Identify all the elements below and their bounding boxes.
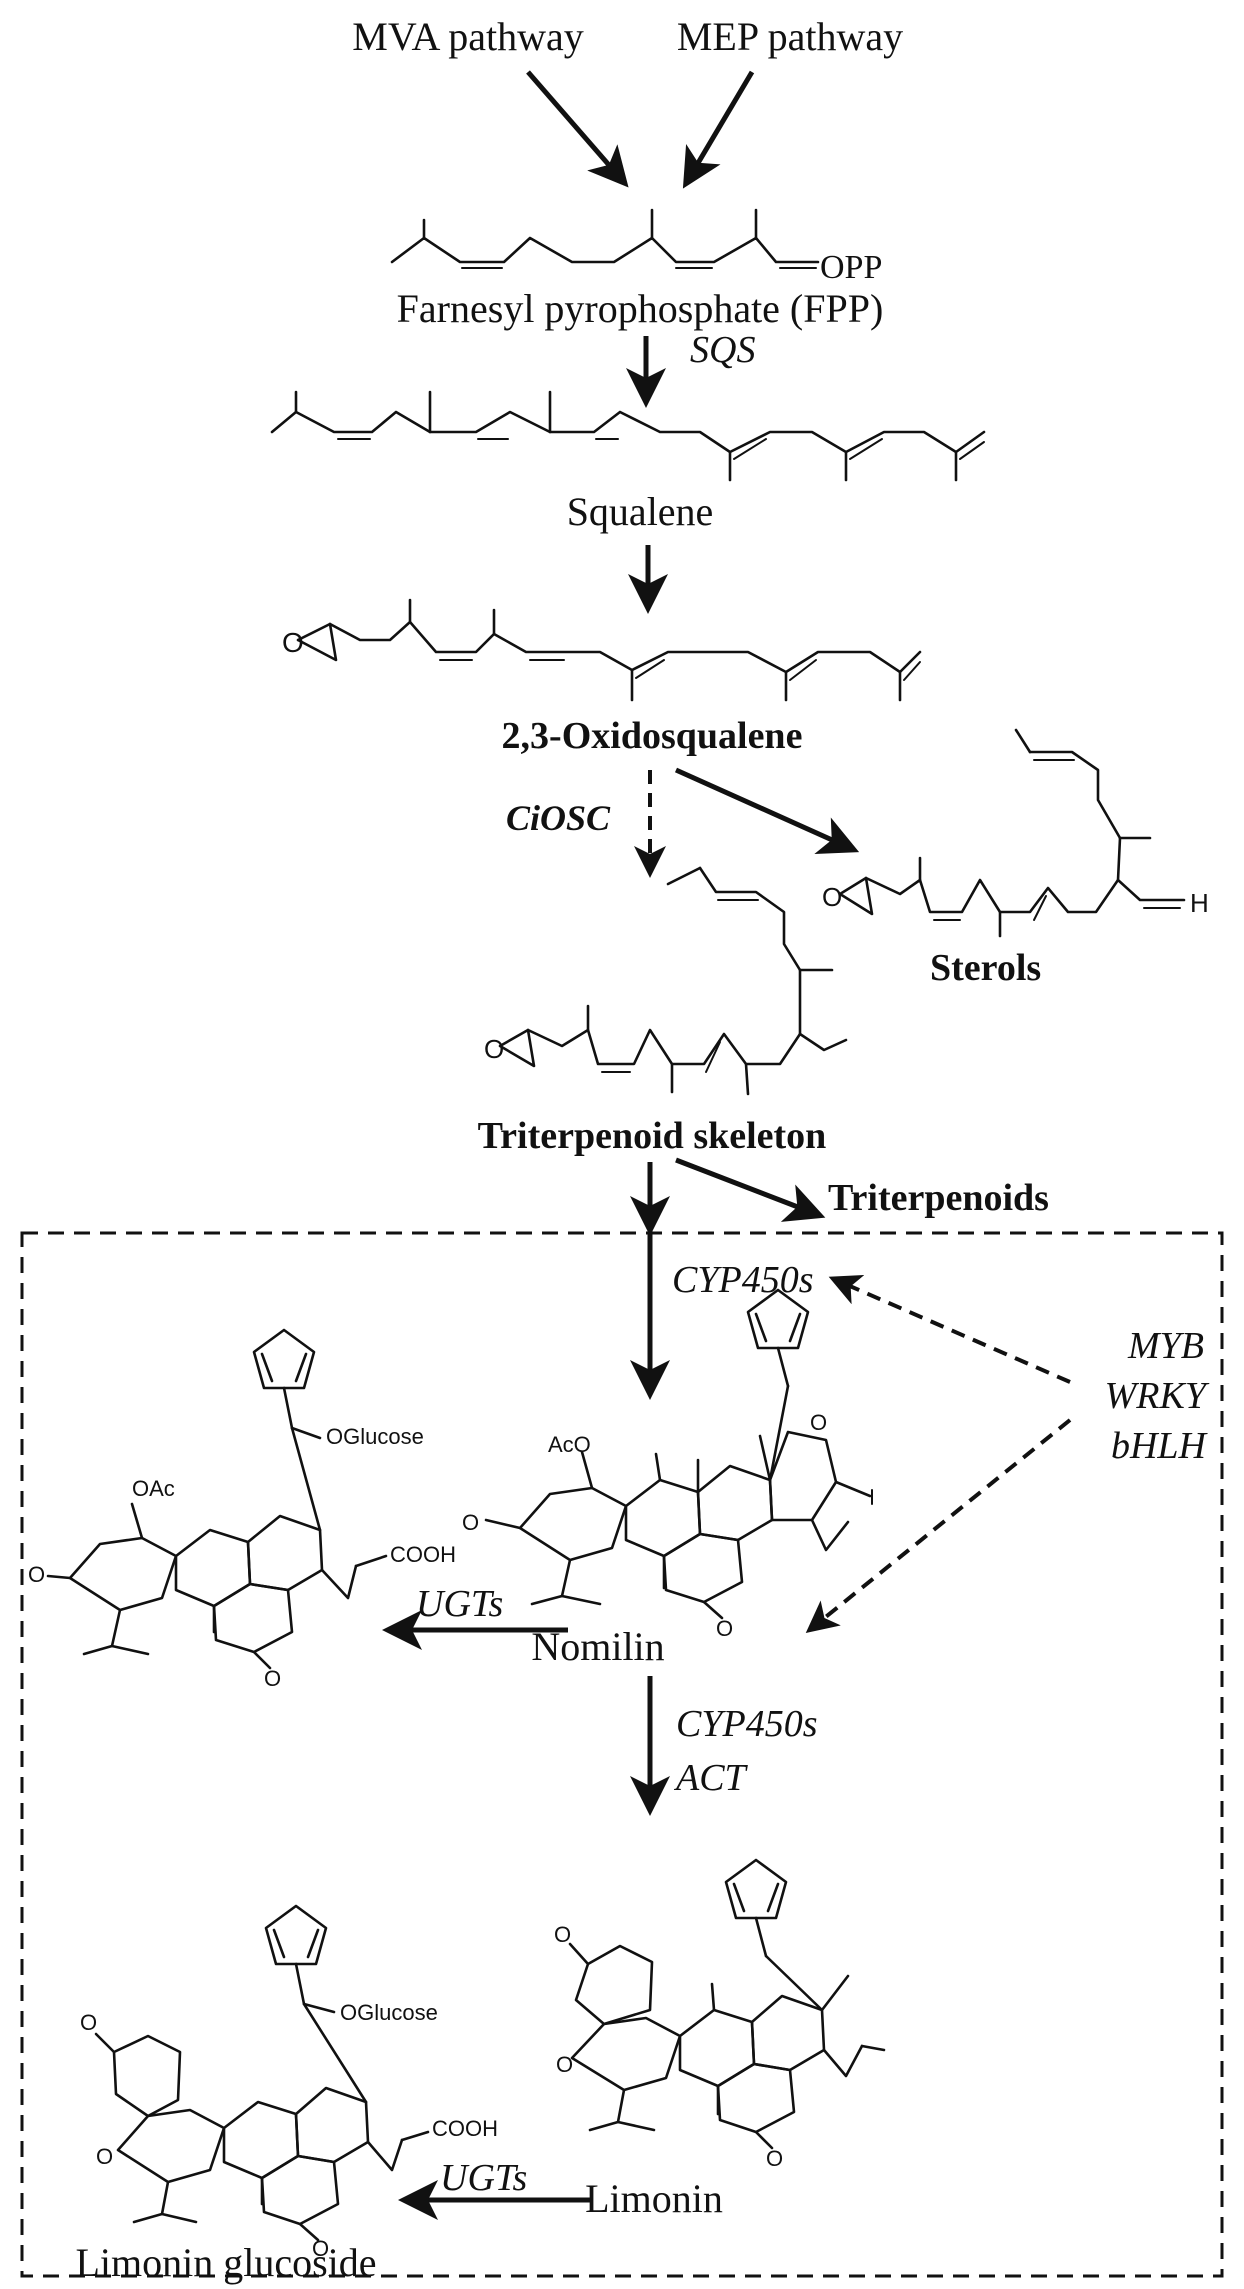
mep-pathway-label: MEP pathway [677, 14, 903, 59]
oxidosqualene-oxygen: O [282, 627, 304, 658]
skeleton-label: Triterpenoid skeleton [478, 1115, 827, 1157]
glucoside2-oxygen-1: O [80, 2010, 97, 2035]
skeleton-oxygen: O [484, 1034, 504, 1064]
ciosc-enzyme-label: CiOSC [506, 798, 611, 838]
nomilin-aco-label: AcO [548, 1432, 591, 1457]
glucoside1-oac-label: OAc [132, 1476, 175, 1501]
arrow-to-triterpenoids [675, 1157, 826, 1222]
fpp-label: Farnesyl pyrophosphate (FPP) [397, 286, 884, 331]
limonin-glucoside-structure [94, 1904, 430, 2242]
limonin-oxygen-3: O [766, 2146, 783, 2171]
limonin-glucoside-label: Limonin glucoside [75, 2240, 376, 2285]
mva-pathway-label: MVA pathway [352, 14, 583, 59]
mep-arrow [682, 70, 755, 189]
nomilin-oxygen-3: O [716, 1616, 733, 1641]
squalene-label: Squalene [567, 489, 714, 534]
sterols-hydrogen: H [1190, 888, 1209, 918]
limonin-oxygen-2: O [556, 2052, 573, 2077]
limonin-oxygen-1: O [554, 1922, 571, 1947]
regulator-wrky: WRKY [1105, 1375, 1210, 1417]
ugts-label-2: UGTs [440, 2157, 527, 2199]
sqs-enzyme-label: SQS [690, 329, 755, 371]
limonin-structure [568, 1858, 886, 2150]
skeleton-structure [498, 866, 848, 1096]
glucoside1-cooh-label: COOH [390, 1542, 456, 1567]
oxidosqualene-label: 2,3-Oxidosqualene [502, 715, 803, 757]
glucoside2-cooh-label: COOH [432, 2116, 498, 2141]
cyp450s-label-2: CYP450s [676, 1703, 817, 1745]
regulation-region-box [20, 1231, 1224, 2278]
sterols-oxygen: O [822, 882, 842, 912]
act-label: ACT [673, 1757, 749, 1799]
regulator-myb: MYB [1127, 1325, 1204, 1367]
fpp-opp-label: OPP [820, 249, 882, 286]
regulation-arrow-cyp450s-1 [828, 1274, 1071, 1384]
nomilin-oxygen-1: O [462, 1510, 479, 1535]
nomilin-glucoside-structure [46, 1328, 388, 1670]
nomilin-oxygen-2: O [810, 1410, 827, 1435]
sterols-structure [838, 728, 1186, 938]
squalene-structure [270, 390, 986, 482]
glucoside2-oxygen-3: O [312, 2236, 329, 2261]
glucoside1-oxygen-1: O [28, 1562, 45, 1587]
mva-arrow [526, 70, 629, 188]
oxidosqualene-structure [296, 598, 922, 702]
limonin-label: Limonin [585, 2176, 723, 2221]
fpp-structure [390, 208, 820, 269]
nomilin-structure [484, 1288, 873, 1620]
regulator-bhlh: bHLH [1111, 1425, 1209, 1467]
triterpenoids-label: Triterpenoids [828, 1177, 1049, 1219]
cyp450s-label-1: CYP450s [672, 1259, 813, 1301]
ugts-label-1: UGTs [416, 1583, 503, 1625]
arrow-to-sterols [674, 767, 860, 854]
regulation-arrow-cyp450s-2 [805, 1418, 1072, 1634]
glucoside2-oglucose-label: OGlucose [340, 2000, 438, 2025]
glucoside1-oglucose-label: OGlucose [326, 1424, 424, 1449]
glucoside2-oxygen-2: O [96, 2144, 113, 2169]
glucoside1-oxygen-2: O [264, 1666, 281, 1691]
sterols-label: Sterols [930, 947, 1041, 989]
